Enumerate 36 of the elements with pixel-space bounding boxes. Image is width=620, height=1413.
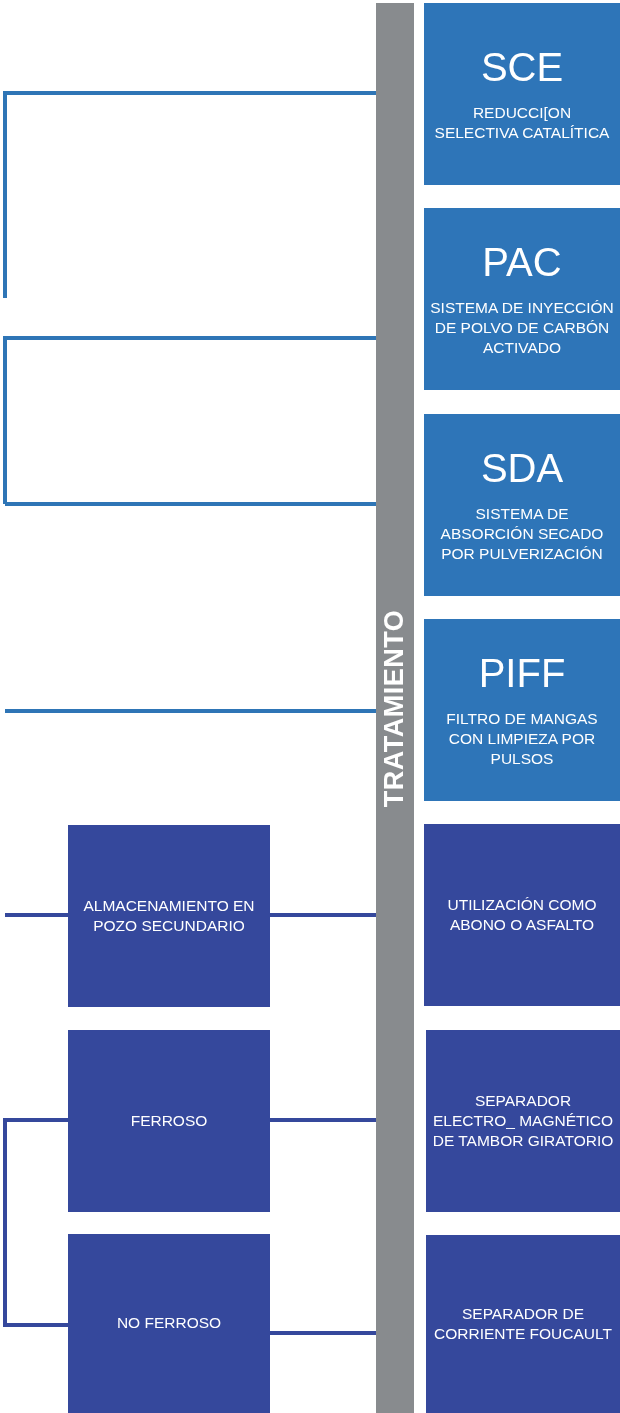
section-label: TRATAMIENTO: [379, 609, 411, 807]
box-text: FERROSO: [129, 1110, 209, 1131]
box-text: ALMACENAMIENTO EN POZO SECUNDARIO: [82, 895, 256, 936]
connector-line: [3, 1222, 68, 1327]
connector-line: [5, 709, 376, 713]
box-text: NO FERROSO: [115, 1313, 223, 1334]
process-box: [68, 1030, 270, 1212]
vertical-bar: [376, 3, 414, 1413]
box-text: FILTRO DE MANGAS CON LIMPIEZA POR PULSOS: [445, 708, 599, 770]
box-text: SISTEMA DE ABSORCIÓN SECADO POR PULVERIZACIÓN: [439, 503, 605, 565]
box-text: UTILIZACIÓN COMO ABONO O ASFALTO: [446, 894, 598, 935]
connector-line: [3, 91, 376, 298]
connector-line: [3, 336, 376, 504]
process-box: [424, 208, 620, 390]
process-box: [424, 414, 620, 596]
process-box: [424, 824, 620, 1006]
connector-line: [3, 1118, 68, 1222]
process-box: [424, 3, 620, 185]
box-text: SISTEMA DE INYECCIÓN DE POLVO DE CARBÓN ACTIVADO: [429, 297, 615, 359]
connector-line: [270, 1331, 376, 1335]
process-box: [68, 1234, 270, 1413]
connector-line: [270, 1118, 376, 1122]
box-title: SDA: [480, 445, 564, 490]
connector-line: [270, 913, 376, 917]
process-box: [426, 1030, 620, 1212]
connector-line: [5, 913, 68, 917]
box-title: PAC: [482, 239, 562, 284]
box-text: SEPARADOR ELECTRO_ MAGNÉTICO DE TAMBOR GIRATORIO: [431, 1090, 615, 1152]
box-text: REDUCCI[ON SELECTIVA CATALÍTICA: [433, 102, 611, 143]
process-box: [424, 619, 620, 801]
box-title: PIFF: [478, 650, 566, 695]
connector-line: [5, 502, 376, 506]
process-box: [426, 1235, 620, 1413]
process-box: [68, 825, 270, 1007]
box-title: SCE: [480, 44, 564, 89]
box-text: SEPARADOR DE CORRIENTE FOUCAULT: [433, 1303, 613, 1344]
